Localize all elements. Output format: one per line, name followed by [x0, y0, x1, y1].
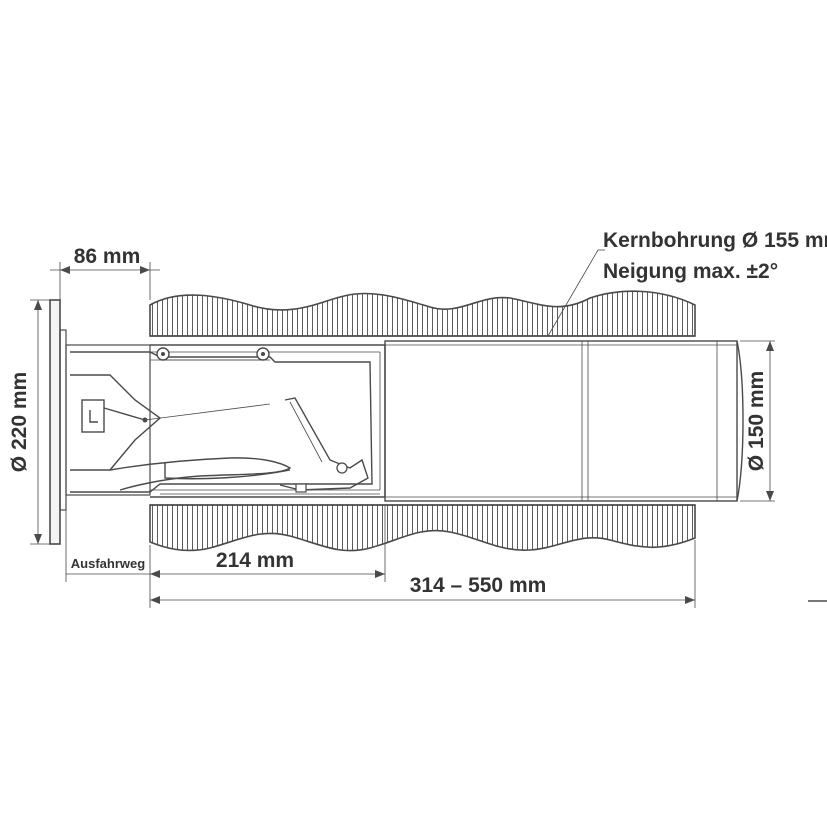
- label-inclination: Neigung max. ±2°: [603, 260, 778, 283]
- core-bore-callout: Kernbohrung Ø 155 mm Neigung max. ±2°: [547, 229, 827, 337]
- dimension-220mm: Ø 220 mm: [8, 299, 50, 545]
- dimension-86mm: 86 mm: [50, 245, 160, 300]
- label-travel: Ausfahrweg: [71, 556, 145, 571]
- label-220mm: Ø 220 mm: [8, 372, 31, 472]
- label-length-range: 314 – 550 mm: [410, 574, 547, 597]
- upper-wall-section: [149, 290, 696, 337]
- label-86mm: 86 mm: [74, 245, 141, 268]
- dimension-travel: Ausfahrweg: [65, 510, 150, 582]
- label-150mm: Ø 150 mm: [745, 371, 768, 471]
- dimension-150mm: Ø 150 mm: [740, 340, 775, 502]
- inner-housing: [150, 344, 386, 498]
- dimension-length-range: 314 – 550 mm: [150, 540, 696, 608]
- pipe-sleeve: [384, 340, 738, 502]
- label-214mm: 214 mm: [216, 549, 294, 572]
- dimension-214mm: 214 mm: [149, 505, 386, 608]
- label-core-bore: Kernbohrung Ø 155 mm: [603, 229, 827, 252]
- wall-flange: [49, 299, 61, 545]
- lower-wall-section: [149, 504, 696, 552]
- telescopic-mechanism: [70, 347, 380, 495]
